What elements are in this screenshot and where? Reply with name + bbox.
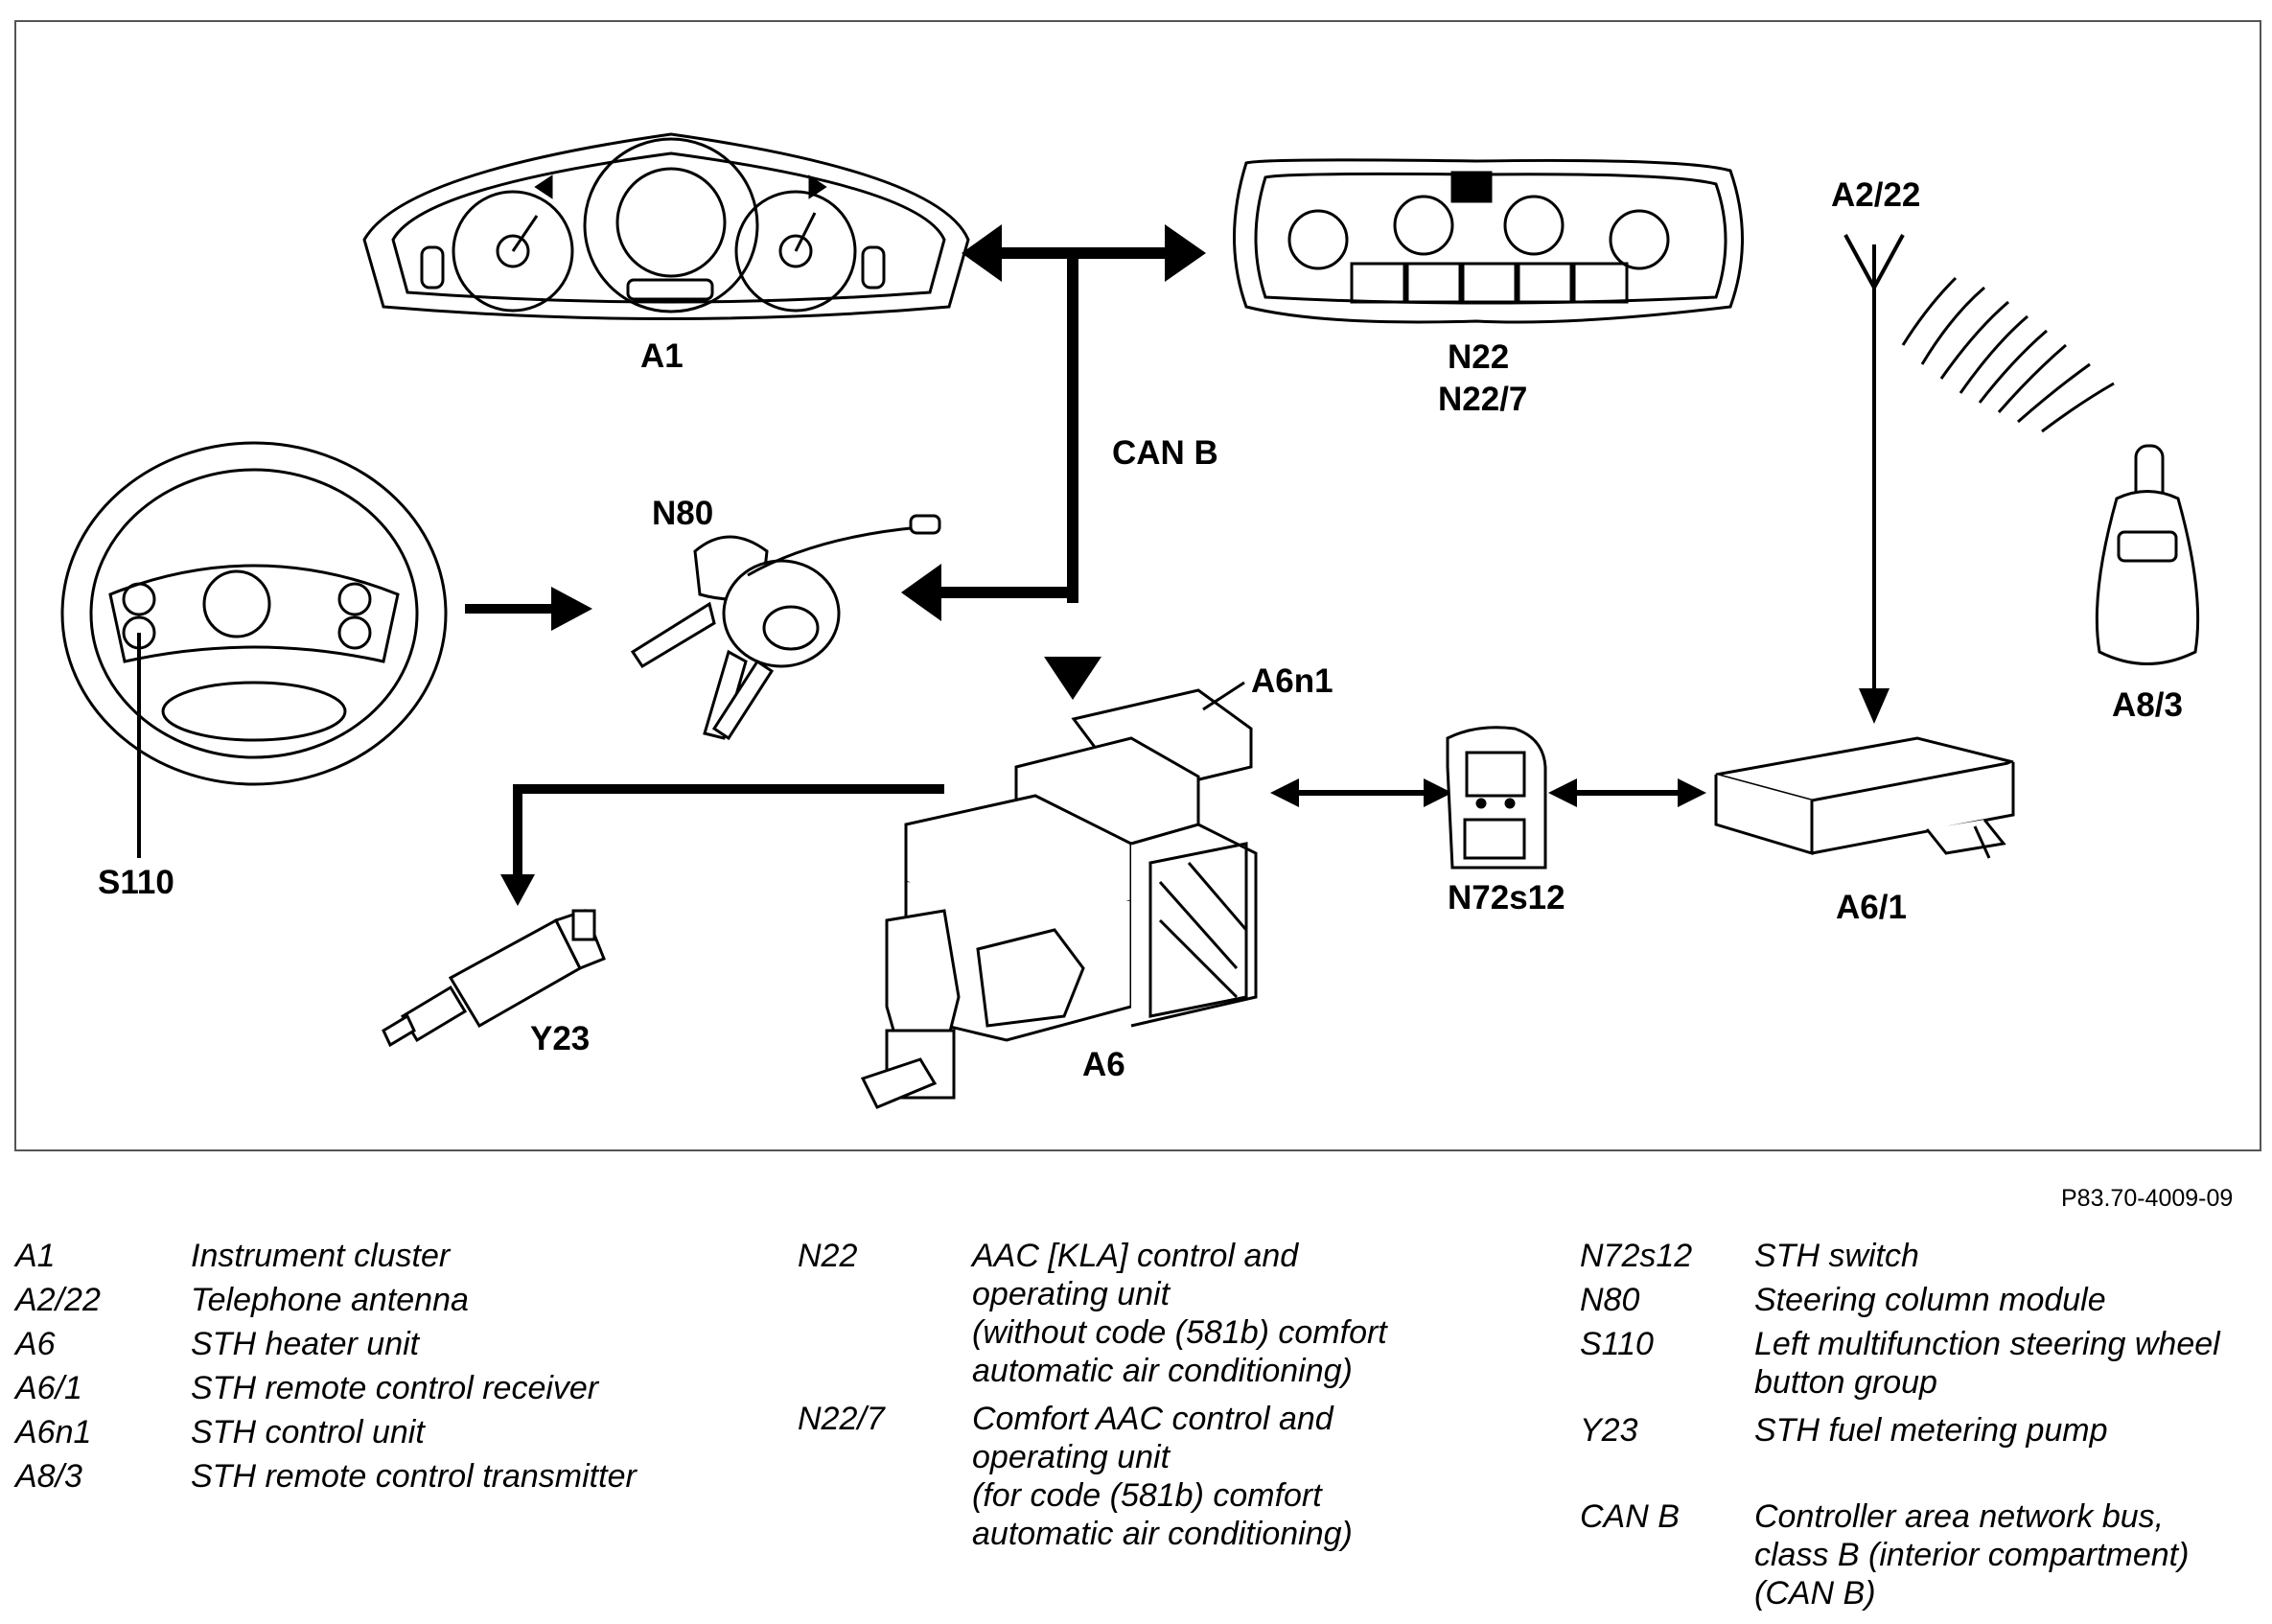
legend-desc-line: button group bbox=[1754, 1364, 1937, 1401]
legend-desc-line: Left multifunction steering wheel bbox=[1754, 1326, 2220, 1362]
legend-code: N80 bbox=[1580, 1282, 1640, 1318]
legend-desc-line: Steering column module bbox=[1754, 1282, 2106, 1318]
label-y23: Y23 bbox=[530, 1020, 590, 1057]
label-n22-7: N22/7 bbox=[1438, 381, 1527, 418]
legend-code: A6 bbox=[15, 1326, 56, 1362]
legend-desc-line: class B (interior compartment) bbox=[1754, 1537, 2190, 1573]
legend-desc-line: operating unit bbox=[972, 1439, 1171, 1475]
instrument-cluster-a1 bbox=[362, 132, 970, 320]
heater-unit-a6 bbox=[860, 688, 1258, 1109]
sth-switch-n72s12 bbox=[1446, 726, 1547, 870]
legend-row-n22-7: N22/7 Comfort AAC control and operating … bbox=[798, 1400, 1469, 1553]
legend-desc-line: Controller area network bus, bbox=[1754, 1498, 2165, 1535]
legend-desc: Telephone antenna bbox=[191, 1282, 469, 1318]
fuel-pump-y23 bbox=[382, 909, 606, 1048]
legend-code: A1 bbox=[15, 1238, 56, 1274]
legend-column-3: N72s12 STH switch N80 Steering column mo… bbox=[1580, 1237, 2270, 1612]
legend-code: S110 bbox=[1580, 1326, 1654, 1362]
legend-desc-line: (without code (581b) comfort bbox=[972, 1314, 1387, 1351]
label-n80: N80 bbox=[652, 495, 713, 532]
arrow-s110-to-n80 bbox=[465, 587, 592, 631]
label-a6: A6 bbox=[1082, 1046, 1125, 1083]
label-can-b: CAN B bbox=[1112, 434, 1218, 472]
label-a1: A1 bbox=[640, 337, 684, 375]
remote-transmitter-a8-3 bbox=[2095, 444, 2200, 665]
steering-wheel-s110 bbox=[60, 441, 448, 858]
remote-receiver-a6-1 bbox=[1714, 736, 2015, 859]
figure-reference: P83.70-4009-09 bbox=[2061, 1185, 2234, 1212]
label-s110: S110 bbox=[98, 864, 174, 901]
legend-code: N22/7 bbox=[798, 1401, 885, 1437]
legend-code: Y23 bbox=[1580, 1412, 1638, 1449]
label-a2-22: A2/22 bbox=[1831, 176, 1920, 214]
legend-desc: STH heater unit bbox=[191, 1326, 420, 1362]
leader-a6n1 bbox=[1202, 681, 1245, 711]
legend-row-n22: N22 AAC [KLA] control and operating unit… bbox=[798, 1237, 1469, 1390]
legend-desc-line: Comfort AAC control and bbox=[972, 1401, 1333, 1437]
arrow-a6-to-y23 bbox=[500, 784, 944, 906]
legend-code: A8/3 bbox=[15, 1458, 82, 1495]
legend-row-a1: A1 Instrument cluster bbox=[15, 1237, 725, 1275]
steering-column-module-n80 bbox=[630, 514, 941, 741]
legend-row-a6n1: A6n1 STH control unit bbox=[15, 1413, 725, 1451]
legend-desc-line: STH fuel metering pump bbox=[1754, 1412, 2108, 1449]
legend-code: A6/1 bbox=[15, 1370, 82, 1406]
arrow-a6-n72s12 bbox=[1270, 778, 1452, 807]
legend-desc: STH remote control receiver bbox=[191, 1370, 599, 1406]
legend-code: CAN B bbox=[1580, 1498, 1680, 1535]
legend-row-a6-1: A6/1 STH remote control receiver bbox=[15, 1369, 725, 1407]
arrow-n72s12-a6-1 bbox=[1548, 778, 1706, 807]
label-a8-3: A8/3 bbox=[2112, 686, 2183, 724]
legend-column-2: N22 AAC [KLA] control and operating unit… bbox=[798, 1237, 1469, 1553]
legend-row-a6: A6 STH heater unit bbox=[15, 1325, 725, 1363]
climate-control-panel-n22 bbox=[1233, 158, 1744, 324]
legend-desc-line: STH switch bbox=[1754, 1238, 1919, 1274]
telephone-antenna-a2-22 bbox=[1843, 234, 1905, 725]
diagram-frame bbox=[14, 20, 2261, 1151]
legend-desc-line: automatic air conditioning) bbox=[972, 1516, 1353, 1552]
legend-desc: Instrument cluster bbox=[191, 1238, 451, 1274]
legend-row-y23: Y23 STH fuel metering pump bbox=[1580, 1411, 2270, 1450]
legend-column-1: A1 Instrument cluster A2/22 Telephone an… bbox=[15, 1237, 725, 1496]
legend-desc-line: (CAN B) bbox=[1754, 1575, 1876, 1612]
legend-desc: STH control unit bbox=[191, 1414, 425, 1450]
legend-desc-line: (for code (581b) comfort bbox=[972, 1477, 1322, 1514]
legend-desc-line: AAC [KLA] control and bbox=[972, 1238, 1299, 1274]
legend-code: A6n1 bbox=[15, 1414, 92, 1450]
legend-desc: STH remote control transmitter bbox=[191, 1458, 637, 1495]
legend-row-a8-3: A8/3 STH remote control transmitter bbox=[15, 1457, 725, 1496]
legend-row-n72s12: N72s12 STH switch bbox=[1580, 1237, 2270, 1275]
legend-row-s110: S110 Left multifunction steering wheel b… bbox=[1580, 1325, 2270, 1402]
label-n72s12: N72s12 bbox=[1448, 879, 1565, 916]
legend-row-a2-22: A2/22 Telephone antenna bbox=[15, 1281, 725, 1319]
legend-code: N22 bbox=[798, 1238, 858, 1274]
can-b-bus bbox=[901, 224, 1206, 700]
label-a6n1: A6n1 bbox=[1251, 662, 1333, 700]
legend-row-can-b: CAN B Controller area network bus, class… bbox=[1580, 1497, 2270, 1612]
legend-desc-line: automatic air conditioning) bbox=[972, 1353, 1353, 1389]
legend-row-n80: N80 Steering column module bbox=[1580, 1281, 2270, 1319]
label-a6-1: A6/1 bbox=[1836, 889, 1907, 926]
label-n22: N22 bbox=[1448, 338, 1509, 376]
radio-signal-waves bbox=[1901, 276, 2115, 433]
legend-code: A2/22 bbox=[15, 1282, 101, 1318]
legend-code: N72s12 bbox=[1580, 1238, 1693, 1274]
legend-desc-line: operating unit bbox=[972, 1276, 1171, 1312]
